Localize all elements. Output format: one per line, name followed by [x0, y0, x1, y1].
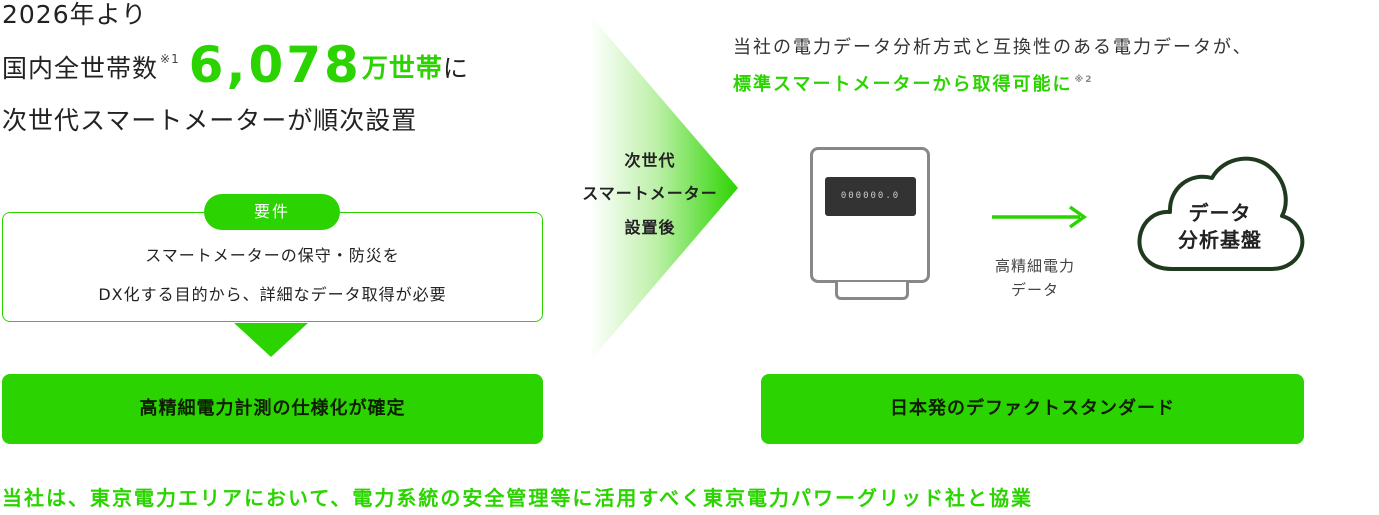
headline-prefix: 国内全世帯数: [2, 54, 159, 83]
households-number: 6,078: [188, 36, 362, 94]
meter-display: 000000.0: [825, 177, 916, 216]
headline-line1: 2026年より: [2, 0, 148, 29]
headline-line2-end: に: [442, 54, 469, 83]
data-label-line1: 高精細電力: [994, 257, 1075, 275]
cloud-icon: [1137, 156, 1305, 271]
right-heading-line1: 当社の電力データ分析方式と互換性のある電力データが、: [733, 37, 1253, 58]
big-arrow-icon: [590, 15, 738, 361]
data-label-line2: データ: [1010, 281, 1059, 299]
requirement-line1: スマートメーターの保守・防災を: [145, 246, 400, 265]
households-unit: 万: [361, 54, 389, 84]
headline-line3: 次世代スマートメーターが順次設置: [2, 106, 418, 135]
requirement-line2: DX化する目的から、詳細なデータ取得が必要: [98, 285, 447, 304]
footnote-2: ※2: [1074, 75, 1094, 85]
cloud-label-line1: データ: [1188, 201, 1252, 225]
footnote-1: ※1: [160, 52, 180, 66]
households-suffix: 世帯: [388, 54, 443, 84]
arrow-label-line1: 次世代: [624, 151, 676, 170]
cloud-label-line2: 分析基盤: [1178, 228, 1262, 252]
left-result-banner: 高精細電力計測の仕様化が確定: [2, 374, 543, 444]
arrow-label-line3: 設置後: [624, 218, 676, 237]
requirement-box: [2, 212, 543, 322]
smart-meter-base: [835, 282, 909, 300]
right-heading-line2: 標準スマートメーターから取得可能に※2: [733, 70, 1093, 96]
requirement-tag: 要件: [204, 194, 340, 230]
bottom-statement: 当社は、東京電力エリアにおいて、電力系統の安全管理等に活用すべく東京電力パワーグ…: [2, 486, 1033, 510]
arrow-label-line2: スマートメーター: [582, 184, 718, 203]
right-arrow-icon: [992, 205, 1088, 229]
down-arrow-icon: [234, 323, 308, 357]
right-result-banner: 日本発のデファクトスタンダード: [761, 374, 1304, 444]
headline-line2: 国内全世帯数※1 6,078万世帯に: [2, 40, 469, 90]
right-heading-highlight: 標準スマートメーターから取得可能に: [733, 74, 1073, 95]
